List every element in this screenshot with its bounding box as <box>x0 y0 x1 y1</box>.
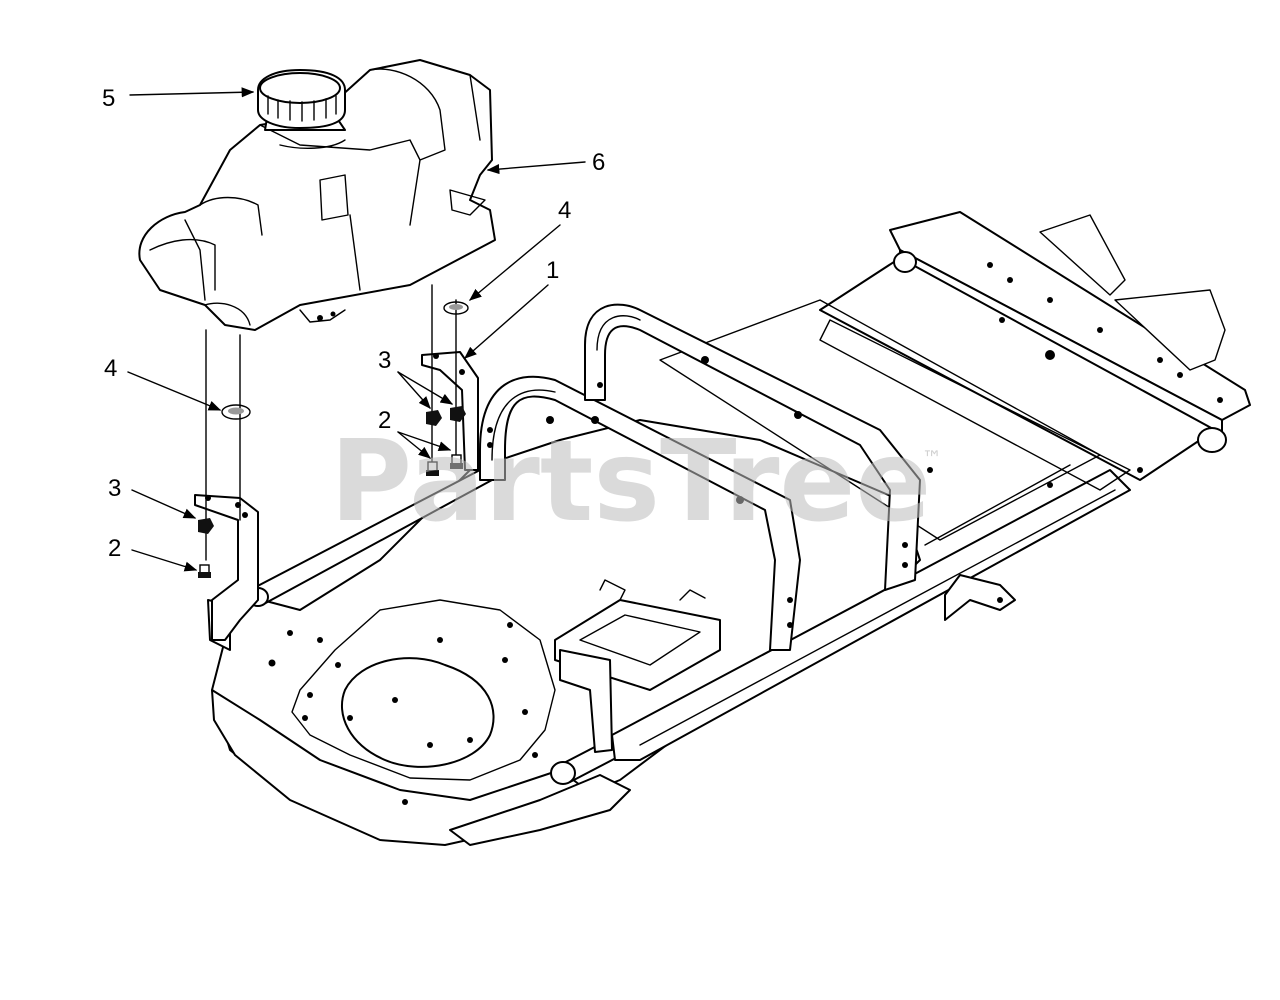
callout-label: 3 <box>378 347 391 374</box>
callout-label: 1 <box>546 257 559 284</box>
mower-frame <box>207 211 1251 846</box>
bolt-left <box>198 564 211 578</box>
bolt-center-b <box>450 454 463 469</box>
callout-label: 2 <box>378 407 391 434</box>
callout-3-left: 3 <box>108 475 197 519</box>
nut-center-b <box>450 406 466 422</box>
washer-center <box>443 301 469 315</box>
callout-3-center: 3 <box>378 347 454 409</box>
fuel-cap <box>257 69 346 129</box>
callout-2-center: 2 <box>378 407 452 459</box>
callout-4-right: 4 <box>469 197 571 301</box>
watermark-text: PartsTree <box>330 417 931 547</box>
washer-left <box>221 404 251 420</box>
center-mounting-bracket <box>421 351 479 471</box>
nut-center-a <box>426 410 442 426</box>
mounting-guide-lines <box>205 284 457 561</box>
callout-label: 3 <box>108 475 121 502</box>
callout-label: 4 <box>104 355 117 382</box>
callout-5: 5 <box>102 85 255 112</box>
callout-label: 4 <box>558 197 571 224</box>
callout-label: 5 <box>102 85 115 112</box>
callout-6: 6 <box>486 149 605 176</box>
bolt-center-a <box>426 461 439 476</box>
nut-left <box>198 518 214 534</box>
callout-4-left: 4 <box>104 355 222 411</box>
callout-label: 6 <box>592 149 605 176</box>
callout-1: 1 <box>464 257 559 359</box>
watermark: PartsTree ™ <box>330 417 942 547</box>
callout-2-left: 2 <box>108 535 198 572</box>
callout-label: 2 <box>108 535 121 562</box>
watermark-trademark: ™ <box>922 446 942 470</box>
